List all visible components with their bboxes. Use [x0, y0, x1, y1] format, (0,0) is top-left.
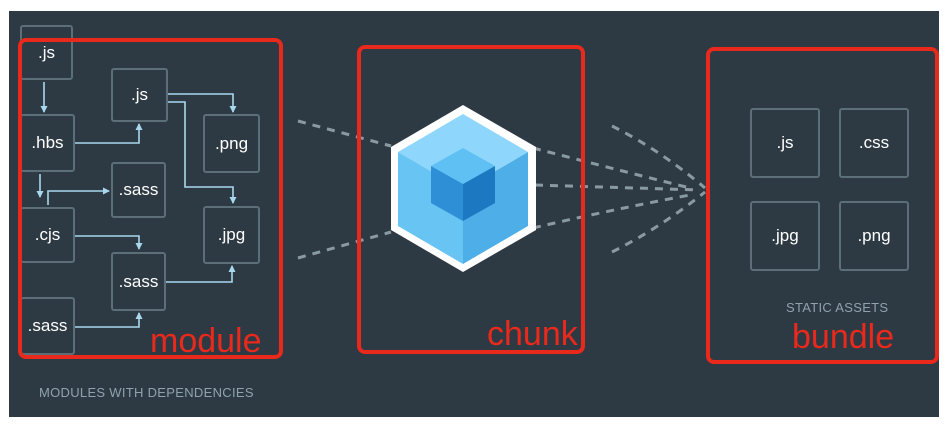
chunk-label: chunk — [487, 315, 578, 353]
bundle-highlight-box — [706, 47, 939, 364]
flow-arc-upper — [611, 124, 706, 190]
module-node-sass: .sass — [111, 162, 166, 218]
chunk-highlight-box — [357, 45, 585, 354]
modules-caption: MODULES WITH DEPENDENCIES — [39, 385, 254, 400]
asset-node-js: .js — [750, 108, 820, 178]
dep-sass-bottom-to-sass-low — [75, 312, 143, 328]
asset-node-png: .png — [839, 201, 909, 271]
flow-line-module-upper — [297, 119, 392, 148]
webpack-cube-icon — [391, 105, 536, 272]
module-highlight-box — [18, 38, 283, 359]
asset-node-jpg: .jpg — [750, 201, 820, 271]
module-node-sass: .sass — [111, 252, 166, 311]
dep-hbs-to-js — [75, 123, 143, 144]
module-label: module — [150, 322, 262, 360]
dep-js-to-png — [168, 93, 237, 113]
dep-cjs-to-sass — [47, 187, 110, 205]
dep-js-to-jpg — [168, 101, 237, 204]
module-node-jpg: .jpg — [203, 206, 260, 264]
flow-line-chunk-lower — [532, 193, 691, 230]
module-node-js: .js — [111, 68, 168, 122]
module-node-png: .png — [203, 114, 260, 173]
asset-node-css: .css — [839, 108, 909, 178]
dep-sass-to-jpg — [166, 265, 236, 283]
flow-line-module-lower — [297, 230, 392, 260]
flow-line-chunk-middle — [534, 183, 701, 192]
flow-arc-lower — [611, 190, 706, 254]
bundle-label: bundle — [792, 318, 895, 356]
flow-line-chunk-upper — [532, 146, 691, 190]
dep-cjs-to-sass-low — [75, 235, 143, 250]
static-assets-caption: STATIC ASSETS — [786, 300, 889, 315]
